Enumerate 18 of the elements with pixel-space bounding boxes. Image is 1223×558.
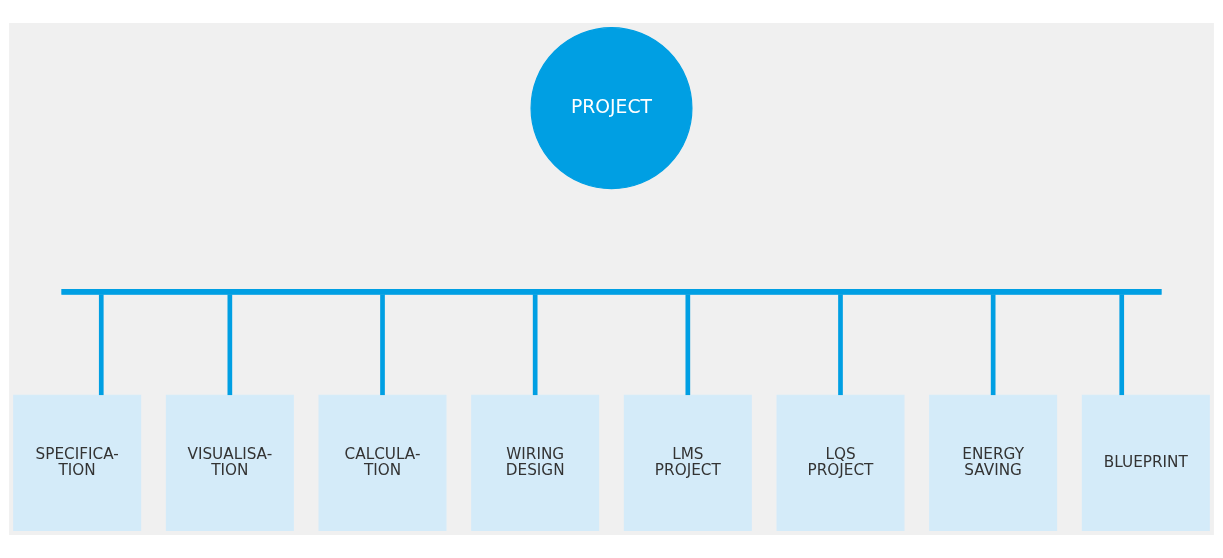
connector bbox=[532, 294, 538, 396]
node-box: SPECIFICA- TION bbox=[13, 394, 142, 531]
connector bbox=[685, 294, 691, 396]
connector bbox=[98, 294, 104, 396]
node-box: LMS PROJECT bbox=[623, 394, 752, 531]
node-box: WIRING DESIGN bbox=[471, 394, 600, 531]
connector bbox=[1119, 294, 1125, 396]
node-box: VISUALISA- TION bbox=[165, 394, 294, 531]
node-box: CALCULA- TION bbox=[318, 394, 447, 531]
connector bbox=[838, 294, 843, 396]
connector bbox=[227, 294, 233, 396]
node-circle: PROJECT bbox=[530, 27, 693, 190]
node-box: LQS PROJECT bbox=[776, 394, 905, 531]
connector bbox=[990, 294, 996, 396]
node-box: ENERGY SAVING bbox=[929, 394, 1058, 531]
node-box: BLUEPRINT bbox=[1081, 394, 1210, 531]
connector bbox=[380, 294, 385, 396]
node-bar bbox=[61, 289, 1162, 295]
